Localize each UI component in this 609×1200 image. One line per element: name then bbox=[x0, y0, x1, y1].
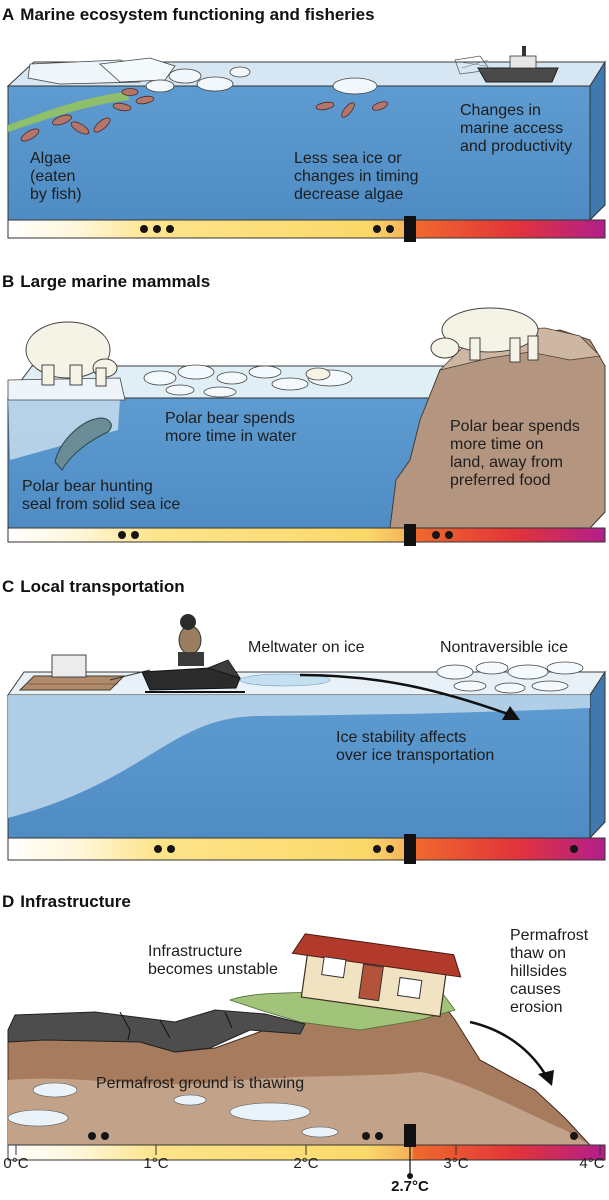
axis-tick-3: 3°C bbox=[443, 1155, 469, 1172]
panel-title-a: A Marine ecosystem functioning and fisher… bbox=[2, 5, 375, 25]
confidence-dot bbox=[386, 845, 394, 853]
label-nontraversible-ice: Nontraversible ice bbox=[440, 639, 569, 656]
panel-letter-d: D bbox=[2, 892, 15, 911]
panel-letter-b: B bbox=[2, 272, 15, 291]
label-algae: Algae (eaten by fish) bbox=[30, 150, 82, 203]
panel-a-scene bbox=[6, 46, 606, 222]
panel-b-scene bbox=[7, 307, 606, 530]
marker-pointer-dot bbox=[407, 1173, 413, 1179]
label-permafrost-hillside: Permafrost thaw on hillsides causes eros… bbox=[510, 927, 589, 1016]
axis-tick-2: 2°C bbox=[293, 1155, 319, 1172]
confidence-dot bbox=[118, 531, 126, 539]
axis-marker-label: 2.7°C bbox=[391, 1178, 429, 1195]
label-permafrost-thawing: Permafrost ground is thawing bbox=[96, 1075, 305, 1092]
confidence-dot bbox=[386, 225, 394, 233]
panel-letter-c: C bbox=[2, 577, 15, 596]
panel-title-d: D Infrastructure bbox=[2, 892, 131, 912]
panel-d-scene bbox=[7, 933, 592, 1146]
confidence-dot bbox=[362, 1132, 370, 1140]
panel-title-b: B Large marine mammals bbox=[2, 272, 210, 292]
label-bear-in-water: Polar bear spends more time in water bbox=[165, 410, 297, 445]
label-meltwater: Meltwater on ice bbox=[248, 639, 365, 656]
confidence-dots bbox=[88, 225, 578, 1140]
panel-title-text-d: Infrastructure bbox=[20, 892, 131, 911]
confidence-dot bbox=[432, 531, 440, 539]
confidence-dot bbox=[570, 1132, 578, 1140]
confidence-dot bbox=[570, 845, 578, 853]
axis-tick-4: 4°C bbox=[579, 1155, 605, 1172]
panel-title-text-a: Marine ecosystem functioning and fisheri… bbox=[20, 5, 375, 24]
confidence-dot bbox=[375, 1132, 383, 1140]
temperature-markers bbox=[15, 216, 601, 1179]
confidence-dot bbox=[167, 845, 175, 853]
confidence-dot bbox=[88, 1132, 96, 1140]
panel-title-text-b: Large marine mammals bbox=[20, 272, 211, 291]
confidence-dot bbox=[373, 845, 381, 853]
confidence-dot bbox=[131, 531, 139, 539]
confidence-dot bbox=[140, 225, 148, 233]
panel-letter-a: A bbox=[2, 5, 15, 24]
confidence-dot bbox=[445, 531, 453, 539]
marker-2-7-bar bbox=[404, 216, 416, 242]
label-bear-on-land: Polar bear spends more time on land, awa… bbox=[450, 418, 580, 489]
marker-2-7-bar bbox=[404, 834, 416, 864]
confidence-dot bbox=[373, 225, 381, 233]
label-less-sea-ice: Less sea ice or changes in timing decrea… bbox=[294, 150, 419, 203]
marker-2-7-bar bbox=[404, 524, 416, 546]
label-infrastructure-unstable: Infrastructure becomes unstable bbox=[148, 943, 278, 978]
axis-tick-0: 0°C bbox=[3, 1155, 29, 1172]
panel-title-text-c: Local transportation bbox=[20, 577, 185, 596]
confidence-dot bbox=[153, 225, 161, 233]
label-ice-stability: Ice stability affects over ice transport… bbox=[336, 729, 495, 764]
label-marine-access: Changes in marine access and productivit… bbox=[460, 102, 573, 155]
label-bear-hunting-seal: Polar bear hunting seal from solid sea i… bbox=[22, 478, 181, 513]
axis-tick-1: 1°C bbox=[143, 1155, 169, 1172]
confidence-dot bbox=[166, 225, 174, 233]
confidence-dot bbox=[154, 845, 162, 853]
marker-2-7-bar bbox=[404, 1124, 416, 1147]
panel-c-scene bbox=[7, 614, 606, 840]
confidence-dot bbox=[101, 1132, 109, 1140]
panel-title-c: C Local transportation bbox=[2, 577, 185, 597]
